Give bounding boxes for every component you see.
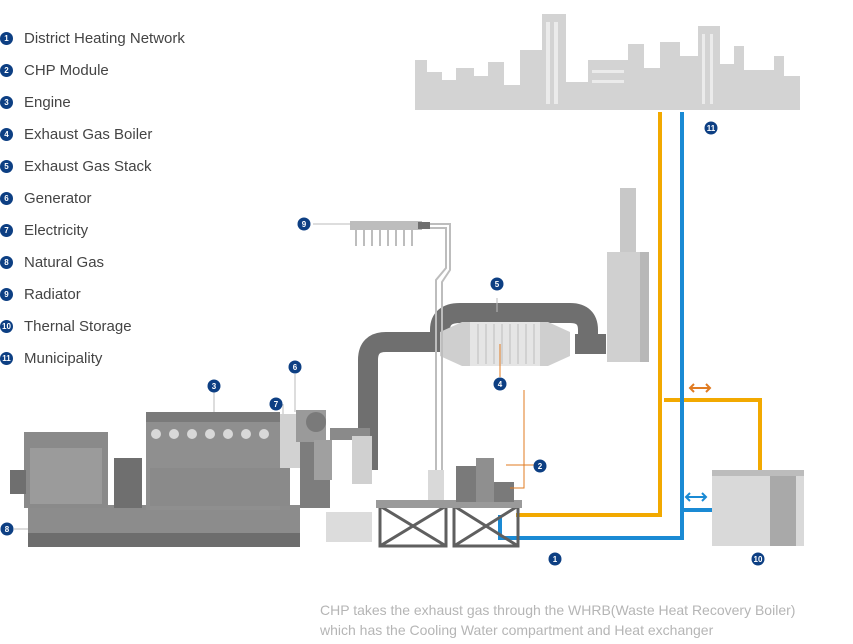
legend-item: 8 Natural Gas <box>0 246 185 278</box>
legend-badge: 9 <box>0 287 13 301</box>
exhaust-gas-boiler <box>440 322 570 366</box>
legend-badge: 1 <box>0 31 13 45</box>
legend-badge: 8 <box>0 255 13 269</box>
badge-5: 5 <box>490 277 504 291</box>
badge-3: 3 <box>207 379 221 393</box>
legend-item: 3 Engine <box>0 86 185 118</box>
city-windows <box>546 22 713 104</box>
legend-item: 11 Municipality <box>0 342 185 374</box>
legend-badge: 10 <box>0 319 13 333</box>
badge-6: 6 <box>288 360 302 374</box>
exhaust-manifold <box>352 436 372 484</box>
thermal-storage-tank <box>712 470 804 546</box>
legend-badge: 2 <box>0 63 13 77</box>
legend-item: 6 Generator <box>0 182 185 214</box>
legend-badge: 5 <box>0 159 13 173</box>
caption-line-1: CHP takes the exhaust gas through the WH… <box>320 602 796 618</box>
legend-badge: 3 <box>0 95 13 109</box>
legend-item: 4 Exhaust Gas Boiler <box>0 118 185 150</box>
engine-cylinders <box>151 429 269 439</box>
legend-label: Exhaust Gas Stack <box>24 157 152 175</box>
legend-label: Generator <box>24 189 92 207</box>
badge-5-label: 5 <box>495 280 500 289</box>
legend-label: Thernal Storage <box>24 317 132 335</box>
badge-3-label: 3 <box>212 382 217 391</box>
frame-deck <box>376 500 522 508</box>
flow-arrows <box>684 383 712 502</box>
support-frames <box>378 504 520 548</box>
chp-module <box>456 458 514 502</box>
legend-badge: 4 <box>0 127 13 141</box>
caption-line-2: which has the Cooling Water compartment … <box>320 622 714 638</box>
legend-item: 5 Exhaust Gas Stack <box>0 150 185 182</box>
badge-11-label: 11 <box>707 124 716 133</box>
legend-label: Radiator <box>24 285 81 303</box>
badge-9-label: 9 <box>302 220 307 229</box>
legend-item: 7 Electricity <box>0 214 185 246</box>
engine-assembly <box>10 410 372 547</box>
badge-7: 7 <box>269 397 283 411</box>
legend-item: 9 Radiator <box>0 278 185 310</box>
badge-1: 1 <box>548 552 562 566</box>
legend-item: 10 Thernal Storage <box>0 310 185 342</box>
legend-badge: 11 <box>0 351 13 365</box>
badge-4: 4 <box>493 377 507 391</box>
radiator <box>350 221 451 500</box>
badge-11: 11 <box>704 121 718 135</box>
caption: CHP takes the exhaust gas through the WH… <box>320 600 795 640</box>
badge-9: 9 <box>297 217 311 231</box>
badge-1-label: 1 <box>553 555 558 564</box>
exhaust-stack <box>607 188 649 362</box>
badge-6-label: 6 <box>293 363 298 372</box>
badge-10-label: 10 <box>754 555 763 564</box>
badge-2-label: 2 <box>538 462 543 471</box>
badge-7-label: 7 <box>274 400 279 409</box>
legend-label: District Heating Network <box>24 29 185 47</box>
legend-label: Natural Gas <box>24 253 105 271</box>
legend-label: Municipality <box>24 349 103 367</box>
legend-item: 1 District Heating Network <box>0 22 185 54</box>
district-heating-pipes <box>498 112 762 540</box>
city-skyline <box>415 14 800 110</box>
legend-badge: 6 <box>0 191 13 205</box>
callout-lines <box>14 223 534 530</box>
badge-8-label: 8 <box>5 525 10 534</box>
legend-badge: 7 <box>0 223 13 237</box>
badge-8: 8 <box>0 522 14 536</box>
legend-label: Engine <box>24 93 71 111</box>
legend-item: 2 CHP Module <box>0 54 185 86</box>
badge-2: 2 <box>533 459 547 473</box>
badge-4-label: 4 <box>498 380 503 389</box>
legend-label: Electricity <box>24 221 89 239</box>
legend-label: CHP Module <box>24 61 109 79</box>
badge-10: 10 <box>751 552 765 566</box>
legend-label: Exhaust Gas Boiler <box>24 125 153 143</box>
